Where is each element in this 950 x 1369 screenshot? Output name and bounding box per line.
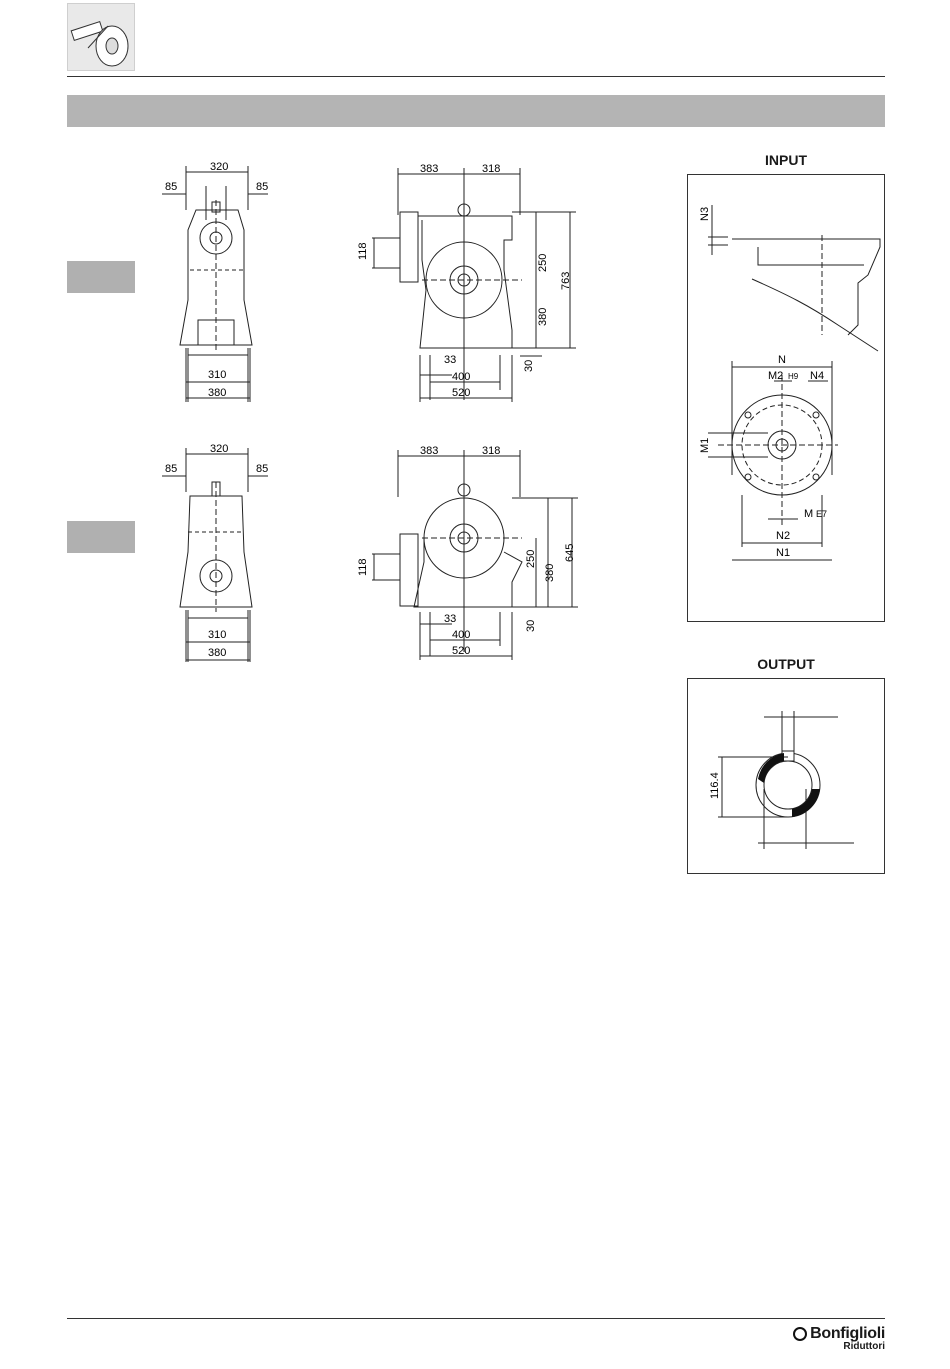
brand-name: Bonfiglioli <box>810 1325 885 1342</box>
dim-label: 85 <box>256 181 268 193</box>
dim-label: 85 <box>256 463 268 475</box>
header-shaft-icon <box>67 3 135 71</box>
input-label: N <box>778 354 786 366</box>
output-title: OUTPUT <box>687 656 885 672</box>
footer-rule <box>67 1318 885 1319</box>
output-label: 116.4 <box>709 772 721 799</box>
dim-label: 763 <box>560 272 572 290</box>
drawing-top-side-view: 383 318 118 250 763 380 30 33 400 520 <box>352 160 582 410</box>
dim-label: 383 <box>420 445 438 457</box>
dim-label: 380 <box>208 387 226 399</box>
dim-label: 310 <box>208 369 226 381</box>
dim-label: 250 <box>537 254 549 272</box>
dim-label: 30 <box>525 620 537 632</box>
dim-label: 310 <box>208 629 226 641</box>
dim-label: 118 <box>357 242 369 260</box>
drawing-top-front-view: 320 85 85 310 380 <box>150 160 270 410</box>
output-panel: 116.4 <box>687 678 885 874</box>
drawing-bottom-side-view: 383 318 118 250 380 645 30 33 400 520 <box>352 442 582 666</box>
input-label: M2 <box>768 370 783 382</box>
drawing-bottom-front-view: 320 85 85 310 380 <box>150 442 270 666</box>
dim-label: 380 <box>544 564 556 582</box>
section-band <box>67 95 885 127</box>
dim-label: 520 <box>452 645 470 657</box>
dim-label: 400 <box>452 371 470 383</box>
dim-label: 320 <box>210 443 228 455</box>
dim-label: 30 <box>523 360 535 372</box>
side-tab-2 <box>67 521 135 553</box>
input-panel: N3 N M2 H9 N4 M1 M E7 N2 N1 <box>687 174 885 622</box>
header-rule <box>67 76 885 77</box>
brand-logo: Bonfiglioli Riduttori <box>793 1325 885 1352</box>
dim-label: 33 <box>444 613 456 625</box>
dim-label: 250 <box>525 550 537 568</box>
input-label: N4 <box>810 370 824 382</box>
input-label: H9 <box>788 372 799 381</box>
input-label: N1 <box>776 547 790 559</box>
dim-label: 320 <box>210 161 228 173</box>
input-label: M1 <box>699 438 711 453</box>
dim-label: 318 <box>482 445 500 457</box>
input-label: N3 <box>699 207 711 221</box>
dim-label: 520 <box>452 387 470 399</box>
dim-label: 85 <box>165 181 177 193</box>
input-label: M <box>804 508 813 520</box>
dim-label: 380 <box>208 647 226 659</box>
input-label: E7 <box>816 509 827 519</box>
side-tab-1 <box>67 261 135 293</box>
dim-label: 318 <box>482 163 500 175</box>
brand-mark-icon <box>793 1327 807 1341</box>
dim-label: 383 <box>420 163 438 175</box>
dim-label: 645 <box>564 544 576 562</box>
dim-label: 400 <box>452 629 470 641</box>
input-title: INPUT <box>687 152 885 168</box>
dim-label: 118 <box>357 558 369 576</box>
dim-label: 85 <box>165 463 177 475</box>
dim-label: 33 <box>444 354 456 366</box>
dim-label: 380 <box>537 308 549 326</box>
input-label: N2 <box>776 530 790 542</box>
